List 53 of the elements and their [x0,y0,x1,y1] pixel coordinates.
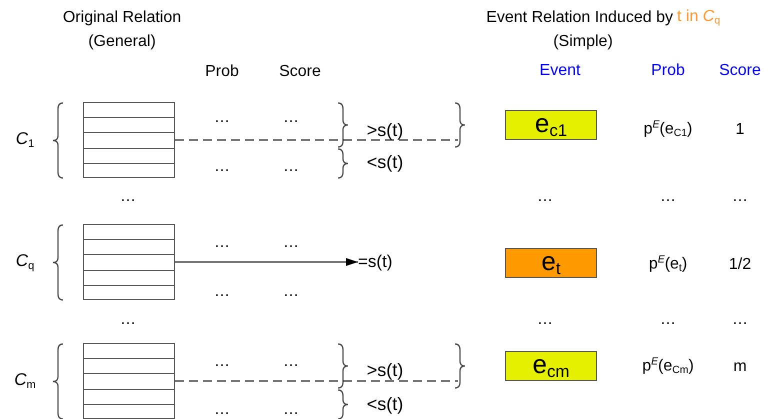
event-box: e$_{cm}$ [505,351,597,381]
table-grid [83,343,175,419]
table-grid [83,102,175,178]
ellipsis: … [732,189,748,205]
group-label: C$_{1}$ [16,130,34,150]
ellipsis: … [214,235,230,251]
ellipsis: … [283,402,299,418]
ellipsis: … [120,189,136,205]
heading-text: Event Relation Induced by [486,10,673,26]
event-box: e$_{t}$ [505,248,597,278]
column-header: Prob [205,64,239,80]
column-header: Prob [651,63,685,79]
comparison-label: >s(t) [366,121,404,139]
score-value: m [733,359,747,375]
column-header: Score [279,64,321,80]
arrow [175,258,358,266]
ellipsis: … [283,354,299,370]
ellipsis: … [214,402,230,418]
ellipsis: … [660,312,676,328]
heading-text: Original Relation [62,10,182,26]
probability-label: p$^{E}$(e$_{C1}$) [644,120,692,140]
ellipsis: … [120,312,136,328]
heading-text: (Simple) [553,34,613,50]
ellipsis: … [214,110,230,126]
threshold-label: =s(t) [358,250,410,274]
dashed-line [175,380,458,382]
ellipsis: … [214,284,230,300]
comparison-label: <s(t) [366,395,404,413]
ellipsis: … [214,354,230,370]
ellipsis: … [660,189,676,205]
probability-label: p$^{E}$(e$_{t}$) [648,255,688,275]
group-label: C$_{m}$ [14,371,36,391]
heading-text: t in C$_{q}$ [677,9,720,27]
score-value: 1/2 [728,257,752,273]
ellipsis: … [214,159,230,175]
table-grid [83,224,175,300]
heading-text: (General) [88,34,156,50]
comparison-label: >s(t) [366,361,404,379]
score-value: 1 [736,122,744,138]
dashed-line [175,139,458,141]
ellipsis: … [537,189,553,205]
group-label: C$_{q}$ [16,252,34,272]
column-header: Event [540,63,580,79]
column-header: Score [719,63,761,79]
ellipsis: … [537,312,553,328]
ellipsis: … [283,235,299,251]
ellipsis: … [283,159,299,175]
comparison-label: <s(t) [366,153,404,171]
probability-label: p$^{E}$(e$_{Cm}$) [642,357,694,377]
ellipsis: … [732,312,748,328]
event-box: e$_{c1}$ [505,110,597,140]
ellipsis: … [283,110,299,126]
ellipsis: … [283,284,299,300]
